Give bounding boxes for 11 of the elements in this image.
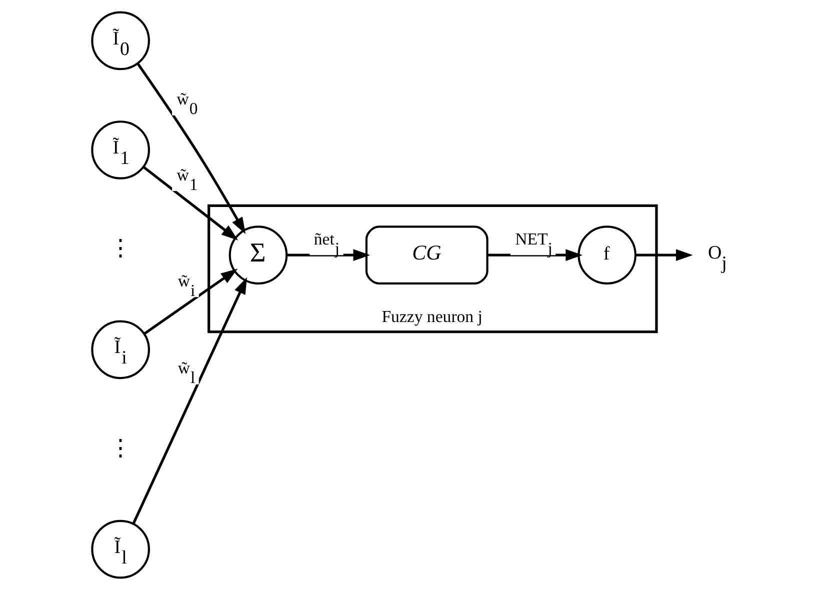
arrow [488,249,583,261]
arrow [142,166,238,240]
node-box: CG [365,226,488,284]
arrow [636,249,693,261]
node-circle: Σ [228,226,288,284]
arrow [286,249,370,261]
arrow [136,62,246,234]
label: ⋮ [109,434,132,460]
arrow [132,277,247,524]
label: ⋮ [109,234,132,261]
node-circle: f [578,226,637,284]
